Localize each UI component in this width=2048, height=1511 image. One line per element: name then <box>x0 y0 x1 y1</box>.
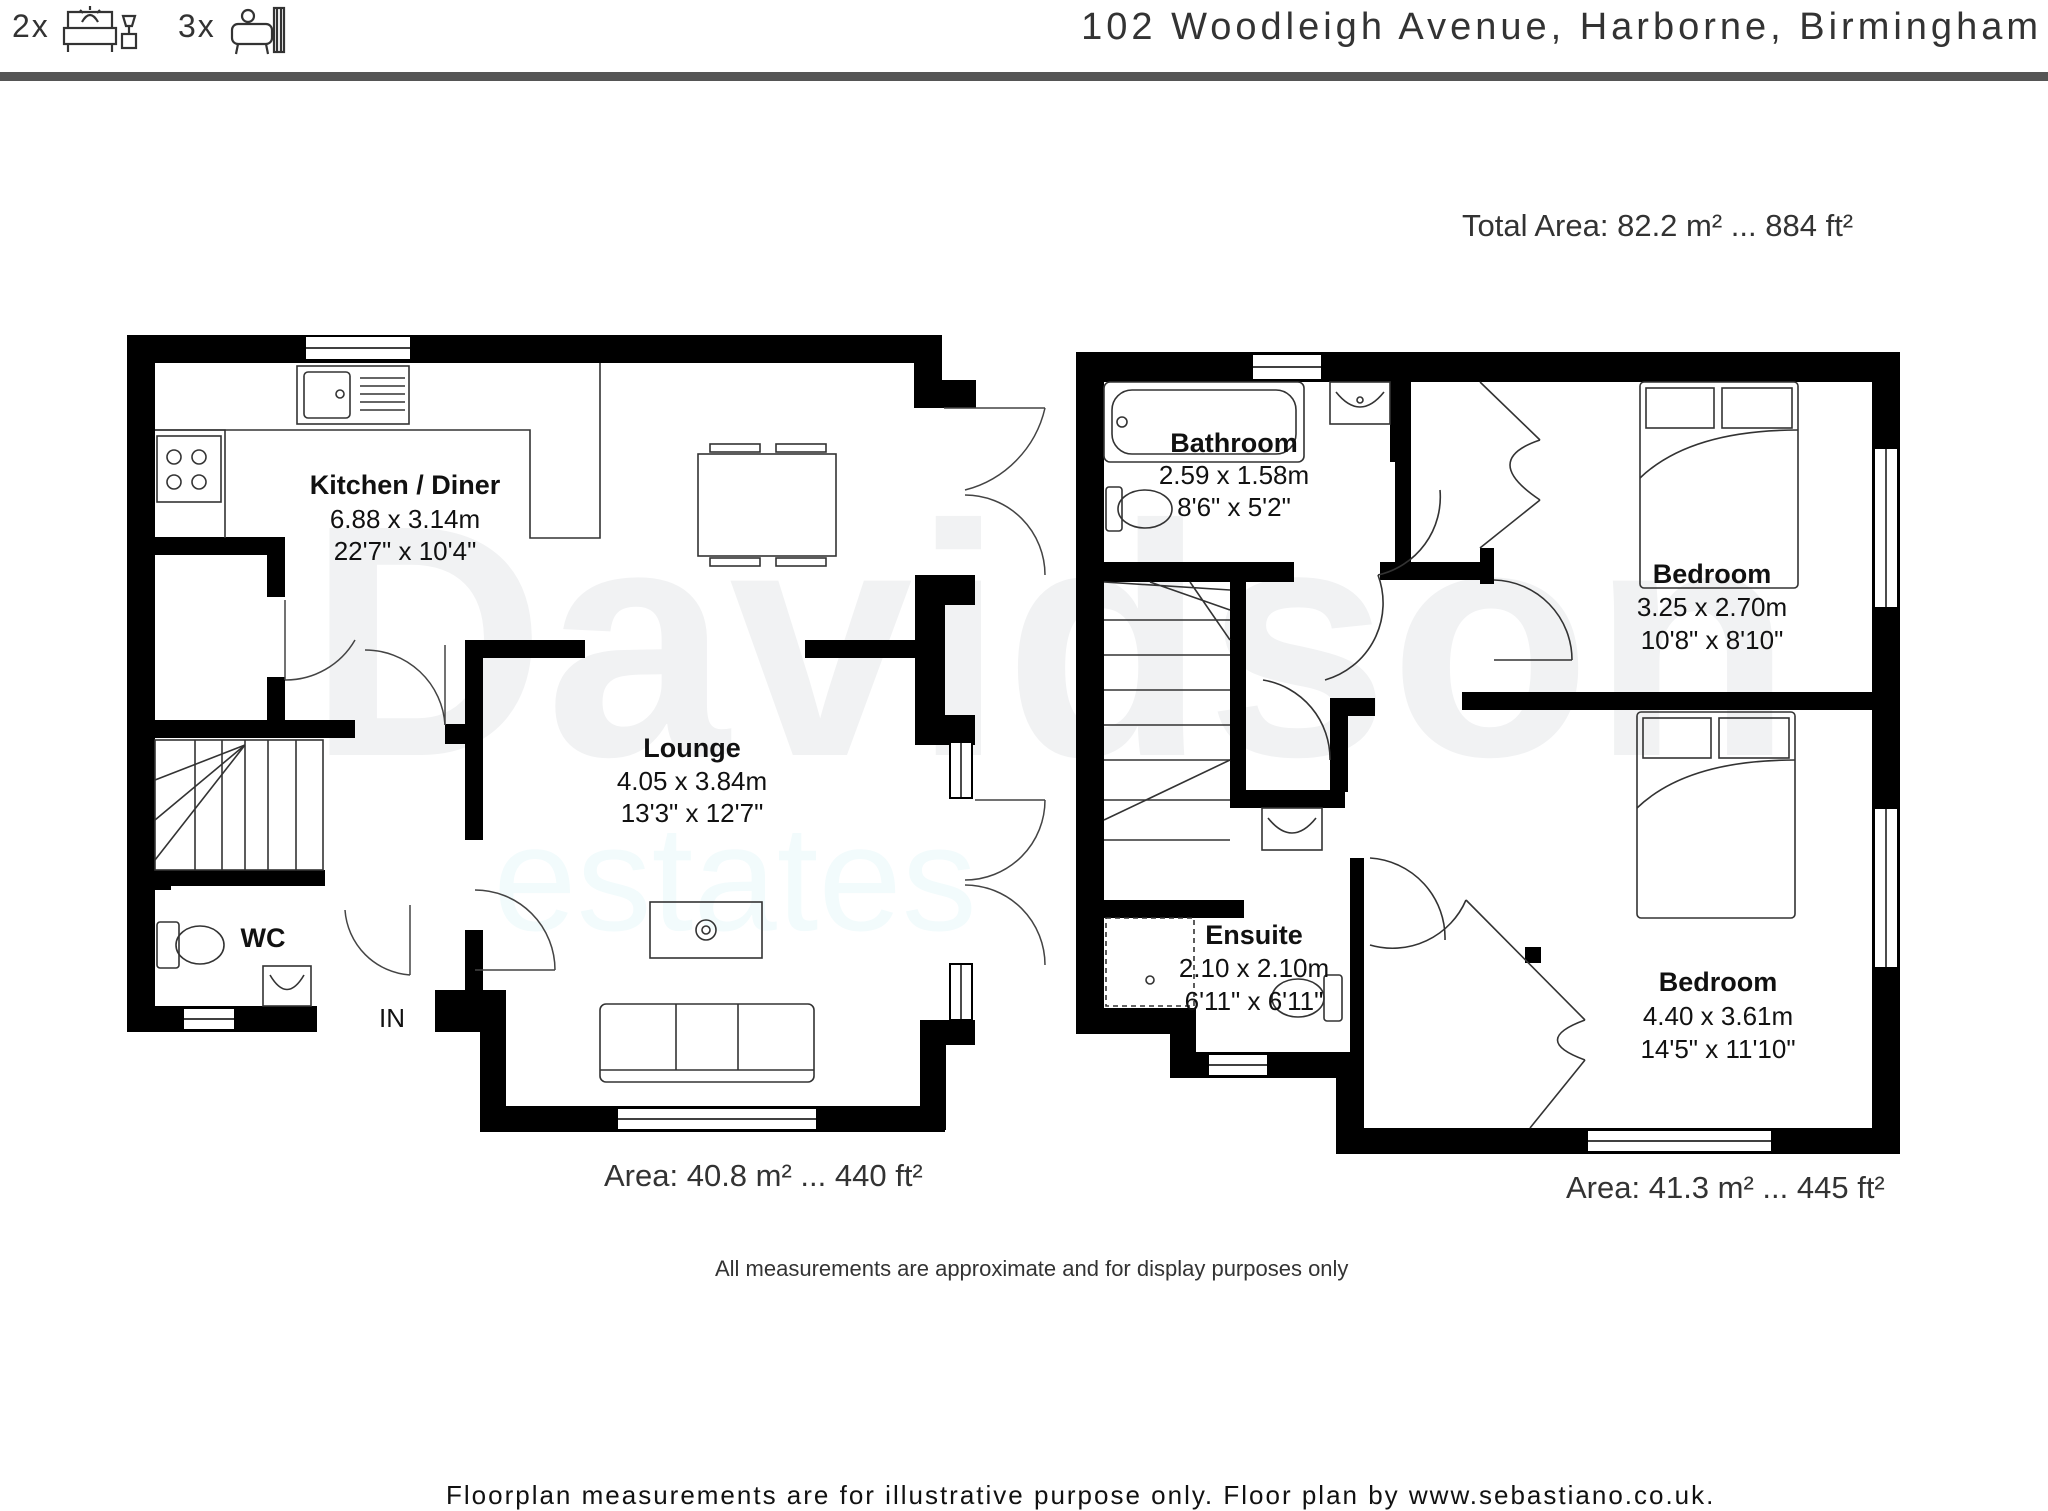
room-metric-lounge: 4.05 x 3.84m <box>617 766 767 796</box>
property-address: 102 Woodleigh Avenue, Harborne, Birmingh… <box>1081 6 2042 48</box>
room-name-bedroom-2: Bedroom <box>1659 967 1778 997</box>
room-imperial-bedroom-2: 14'5" x 11'10" <box>1640 1034 1795 1064</box>
room-metric-bedroom-1: 3.25 x 2.70m <box>1637 592 1787 622</box>
room-metric-kitchen-diner: 6.88 x 3.14m <box>330 504 480 534</box>
ground-floor-area: Area: 40.8 m² ... 440 ft² <box>604 1158 923 1193</box>
room-name-ensuite: Ensuite <box>1205 920 1303 950</box>
room-metric-bathroom: 2.59 x 1.58m <box>1159 460 1309 490</box>
bathroom-count: 3x <box>178 8 216 44</box>
total-area: Total Area: 82.2 m² ... 884 ft² <box>1462 208 1854 243</box>
bedroom-count: 2x <box>12 8 50 44</box>
room-metric-bedroom-2: 4.40 x 3.61m <box>1643 1001 1793 1031</box>
room-name-bedroom-1: Bedroom <box>1653 559 1772 589</box>
room-imperial-bathroom: 8'6" x 5'2" <box>1177 492 1291 522</box>
ground-floor-plan: Kitchen / Diner 6.88 x 3.14m 22'7" x 10'… <box>127 335 1046 1132</box>
room-metric-ensuite: 2.10 x 2.10m <box>1179 953 1329 983</box>
room-name-bathroom: Bathroom <box>1170 428 1298 458</box>
watermark-subtitle: estates <box>493 794 977 962</box>
footer-credit: Floorplan measurements are for illustrat… <box>446 1480 1716 1510</box>
room-name-lounge: Lounge <box>643 733 740 763</box>
entrance-label: IN <box>379 1003 405 1033</box>
room-imperial-kitchen-diner: 22'7" x 10'4" <box>334 536 477 566</box>
room-imperial-ensuite: 6'11" x 6'11" <box>1185 986 1324 1016</box>
room-name-kitchen-diner: Kitchen / Diner <box>310 470 501 500</box>
header-divider <box>0 72 2048 81</box>
first-floor-plan: Bathroom 2.59 x 1.58m 8'6" x 5'2" Bedroo… <box>1076 352 1900 1154</box>
room-imperial-lounge: 13'3" x 12'7" <box>621 798 764 828</box>
first-floor-area: Area: 41.3 m² ... 445 ft² <box>1566 1170 1885 1205</box>
room-imperial-bedroom-1: 10'8" x 8'10" <box>1641 625 1784 655</box>
room-name-wc: WC <box>241 923 286 953</box>
bathtub-icon <box>230 6 286 55</box>
measurement-disclaimer: All measurements are approximate and for… <box>715 1256 1349 1281</box>
bed-icon <box>62 6 138 52</box>
